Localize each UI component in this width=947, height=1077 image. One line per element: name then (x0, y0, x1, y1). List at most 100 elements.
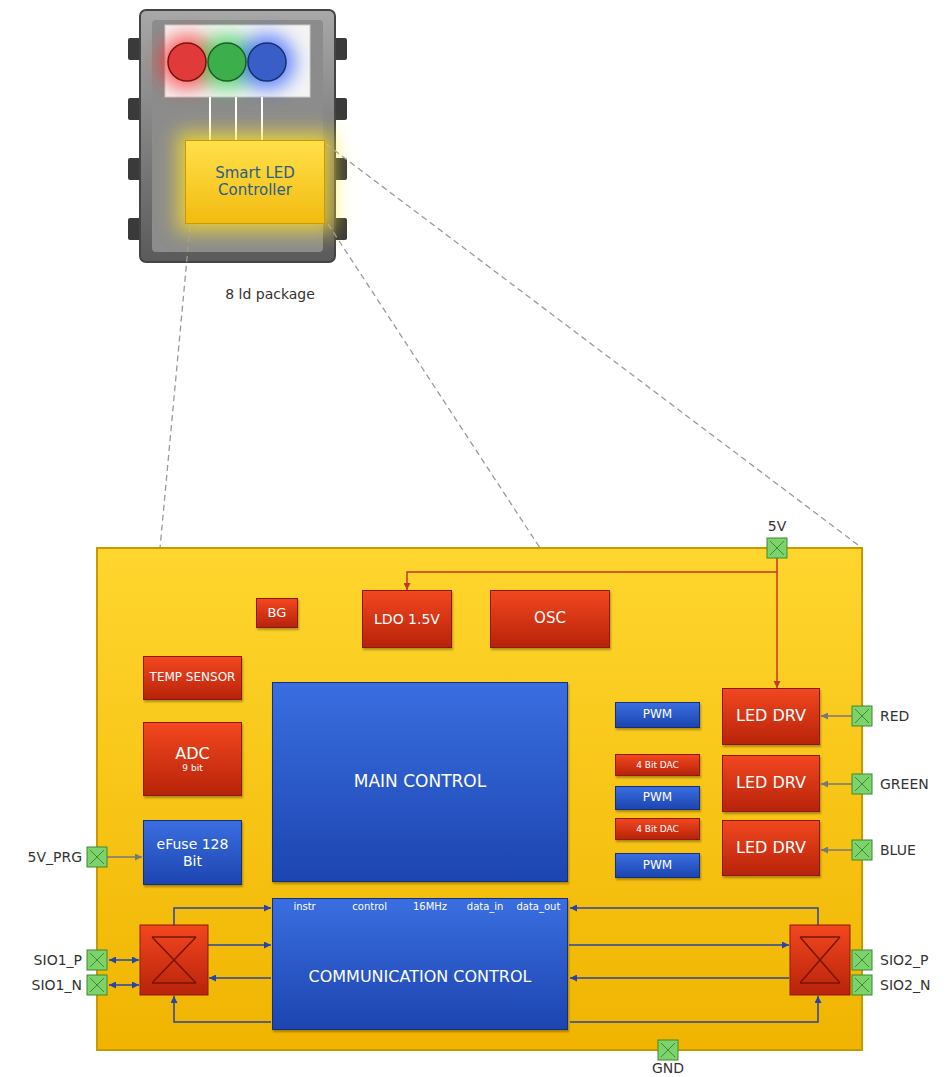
pin-name: 5V (768, 518, 786, 534)
drawing-part (569, 944, 789, 946)
drawing-part (209, 97, 211, 140)
controller-box: Smart LED Controller (185, 140, 325, 224)
dac-block: 4 Bit DAC (615, 754, 700, 776)
pin-pad (87, 538, 872, 1060)
main-control-block: MAIN CONTROL (272, 682, 568, 882)
drawing-part (821, 715, 852, 717)
drawing-part (140, 10, 335, 262)
pin-name: SIO2_N (880, 977, 930, 993)
drawing-part (852, 975, 872, 995)
pin-name: GND (652, 1060, 684, 1076)
oscillator-block: OSC (490, 590, 610, 648)
block-label: eFuse 128 Bit (148, 836, 237, 868)
drawing-part (174, 908, 271, 925)
driver-block: LED DRV (722, 688, 820, 745)
drawing-part (852, 706, 872, 726)
drawing-part (661, 1043, 675, 1057)
pin-name: 5V_PRG (27, 849, 82, 865)
block-label: LDO 1.5V (374, 611, 440, 627)
drawing-part (159, 34, 215, 90)
drawing-part (90, 850, 104, 864)
sensor-block: TEMP SENSOR (143, 656, 242, 700)
pin-name: BLUE (880, 842, 916, 858)
drawing-part (776, 558, 778, 688)
drawing-part (855, 843, 869, 857)
drawing-part (87, 847, 107, 867)
pwm-block: PWM (615, 702, 700, 728)
block-label: 4 Bit DAC (636, 760, 679, 770)
block-label: 4 Bit DAC (636, 824, 679, 834)
drawing-part (239, 34, 295, 90)
efuse-block: eFuse 128 Bit (143, 820, 242, 885)
drawing-part (90, 978, 104, 992)
drawing-part (407, 572, 777, 590)
drawing-part (199, 34, 255, 90)
ldo-block: LDO 1.5V (362, 590, 452, 648)
drawing-part (852, 840, 872, 860)
drawing-part (107, 856, 142, 858)
driver-block: LED DRV (722, 755, 820, 812)
drawing-part (570, 908, 818, 925)
block-label: LED DRV (736, 839, 806, 857)
drawing-part (248, 43, 286, 81)
communication-block: COMMUNICATION CONTROL (272, 898, 568, 1030)
drawing-part (770, 541, 784, 555)
dac-block: 4 Bit DAC (615, 818, 700, 840)
drawing-part (852, 774, 872, 794)
block-label: COMMUNICATION CONTROL (309, 968, 532, 986)
drawing-part (87, 975, 107, 995)
signal-label: data_out (516, 901, 560, 912)
drawing-part (855, 709, 869, 723)
block-label: PWM (643, 708, 672, 722)
block-label: BG (268, 606, 287, 621)
package-caption: 8 ld package (225, 286, 315, 302)
block-label: Smart LED Controller (190, 165, 320, 200)
drawing-part (87, 975, 107, 995)
drawing-part (852, 975, 872, 995)
drawing-part (790, 925, 850, 995)
pwm-block: PWM (615, 853, 700, 878)
drawing-part (208, 43, 246, 81)
drawing-part (209, 977, 271, 979)
drawing-part (160, 226, 190, 548)
drawing-part (152, 937, 196, 983)
block-label: LED DRV (736, 707, 806, 725)
block-label: ADC (175, 745, 209, 763)
pin-name: SIO1_P (34, 952, 82, 968)
drawing-part (210, 97, 262, 140)
drawing-part (852, 706, 872, 726)
bandgap-block: BG (256, 598, 298, 628)
drawing-part (109, 959, 139, 961)
block-label: 9 bit (182, 763, 202, 773)
drawing-part (852, 950, 872, 970)
driver-block: LED DRV (722, 820, 820, 876)
chip-die (97, 548, 862, 1050)
drawing-part (570, 996, 818, 1022)
drawing-part (87, 950, 107, 970)
block-label: MAIN CONTROL (354, 772, 486, 792)
drawing-part (767, 538, 787, 558)
signal-label: instr (293, 901, 315, 912)
pwm-block: PWM (615, 786, 700, 810)
drawing-part (174, 996, 271, 1022)
drawing-part (87, 950, 107, 970)
drawing-part (261, 97, 263, 140)
signal-label: 16MHz (413, 901, 447, 912)
drawing-part (87, 847, 107, 867)
drawing-part (140, 925, 208, 995)
drawing-part (328, 224, 540, 548)
drawing-part (109, 984, 139, 986)
block-label: PWM (643, 791, 672, 805)
drawing-part (821, 783, 852, 785)
pin-name: RED (880, 708, 909, 724)
signal-label: control (352, 901, 387, 912)
drawing-part (90, 953, 104, 967)
block-label: TEMP SENSOR (150, 671, 236, 685)
drawing-part (855, 953, 869, 967)
drawing-part (800, 937, 840, 983)
drawing-part (235, 97, 237, 140)
pin-name: GREEN (880, 776, 929, 792)
drawing-part (570, 977, 789, 979)
drawing-part (326, 144, 862, 548)
power-wire (407, 558, 777, 688)
